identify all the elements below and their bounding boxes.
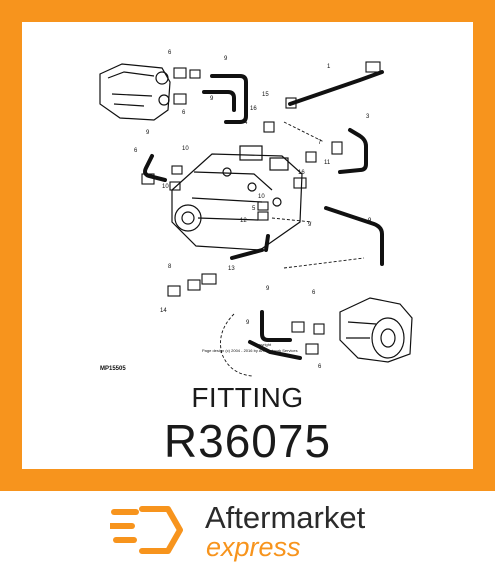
callout-8: 8 [168, 264, 172, 270]
callout-5: 5 [252, 206, 256, 212]
lower-pump [339, 297, 413, 363]
footer [0, 491, 495, 575]
product-title: FITTING [191, 382, 304, 413]
callout-15: 15 [262, 92, 269, 98]
callout-10: 10 [182, 146, 189, 152]
callout-13: 13 [228, 266, 235, 272]
brand-name: Aftermarket [205, 500, 366, 535]
callout-14: 14 [160, 308, 167, 314]
callout-16: 16 [298, 170, 305, 176]
callout-9: 9 [210, 96, 214, 102]
callout-10: 10 [162, 184, 169, 190]
copyright-line2: Page design (c) 2004 - 2016 by ARI Netwo… [202, 348, 298, 353]
callout-6: 6 [318, 364, 322, 370]
callout-10: 10 [258, 194, 265, 200]
callout-11: 11 [324, 160, 331, 166]
callout-9: 9 [368, 218, 372, 224]
callout-9: 9 [146, 130, 150, 136]
callout-9: 9 [266, 286, 270, 292]
callout-1: 1 [327, 64, 331, 70]
brand-tagline: express [206, 532, 301, 562]
figure-code: MP15505 [100, 366, 126, 372]
callout-9: 9 [224, 56, 228, 62]
parts-diagram: 6 9 1 6 9 15 16 3 4 9 6 10 7 11 16 10 10… [99, 50, 413, 377]
callout-9: 9 [308, 222, 312, 228]
callout-16: 16 [250, 106, 257, 112]
callout-4: 4 [244, 120, 248, 126]
routing-lines [220, 121, 365, 377]
upper-pump [99, 63, 171, 121]
callout-7: 7 [318, 140, 322, 146]
callout-labels: 6 9 1 6 9 15 16 3 4 9 6 10 7 11 16 10 10… [134, 50, 372, 370]
callout-6: 6 [168, 50, 172, 56]
callout-6: 6 [312, 290, 316, 296]
callout-12: 12 [240, 218, 247, 224]
callout-3: 3 [366, 114, 370, 120]
copyright-line1: Copyright [254, 342, 272, 347]
callout-6: 6 [182, 110, 186, 116]
callout-6: 6 [134, 148, 138, 154]
product-card: 6 9 1 6 9 15 16 3 4 9 6 10 7 11 16 10 10… [22, 22, 473, 469]
valve-block [171, 145, 303, 251]
fittings [141, 61, 381, 355]
part-number: R36075 [163, 415, 332, 467]
hoses [143, 70, 384, 360]
speed-hexagon-icon [110, 506, 183, 554]
callout-9: 9 [246, 320, 250, 326]
